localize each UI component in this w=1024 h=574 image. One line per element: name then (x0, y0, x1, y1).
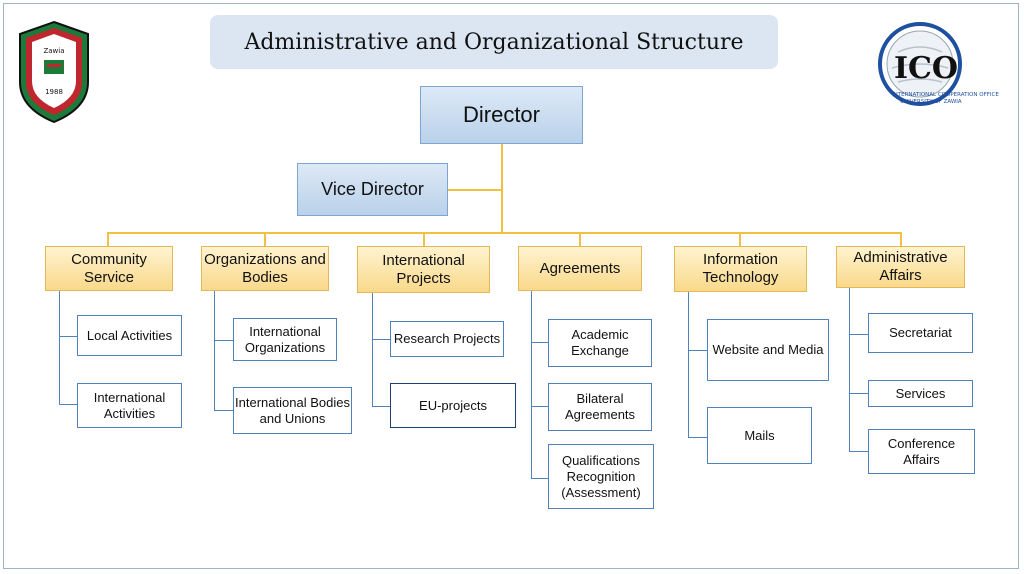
drop-4 (579, 232, 581, 246)
branch-line (688, 292, 689, 438)
drop-1 (107, 232, 109, 246)
branch-line (688, 437, 707, 438)
branch-line (59, 291, 60, 404)
category-bus (107, 232, 902, 234)
sub-local-activities: Local Activities (77, 315, 182, 356)
svg-text:UNIVERSITY OF ZAWIA: UNIVERSITY OF ZAWIA (900, 99, 962, 105)
category-international-projects: International Projects (357, 246, 490, 293)
vice-connector (448, 189, 503, 191)
branch-line (372, 293, 373, 406)
branch-line (372, 406, 390, 407)
drop-5 (739, 232, 741, 246)
drop-6 (900, 232, 902, 246)
branch-line (214, 291, 215, 411)
branch-line (531, 342, 548, 343)
category-organizations-and-bodies: Organizations and Bodies (201, 246, 329, 291)
sub-international-bodies-unions: International Bodies and Unions (233, 387, 352, 434)
sub-research-projects: Research Projects (390, 321, 504, 357)
slide-frame (3, 3, 1019, 569)
svg-text:ICO: ICO (894, 51, 958, 86)
page-title: Administrative and Organizational Struct… (210, 15, 778, 69)
branch-line (372, 339, 390, 340)
sub-website-and-media: Website and Media (707, 319, 829, 381)
branch-line (688, 350, 707, 351)
branch-line (59, 404, 77, 405)
sub-bilateral-agreements: Bilateral Agreements (548, 383, 652, 431)
sub-conference-affairs: Conference Affairs (868, 429, 975, 474)
sub-qualifications-recognition: Qualifications Recognition (Assessment) (548, 444, 654, 509)
drop-3 (423, 232, 425, 246)
drop-2 (264, 232, 266, 246)
university-seal-icon: Zawia 1988 (19, 20, 89, 124)
branch-line (214, 410, 233, 411)
sub-services: Services (868, 380, 973, 407)
sub-academic-exchange: Academic Exchange (548, 319, 652, 367)
category-information-technology: Information Technology (674, 246, 807, 292)
category-community-service: Community Service (45, 246, 173, 291)
sub-secretariat: Secretariat (868, 313, 973, 353)
director-connector (501, 144, 503, 233)
branch-line (849, 451, 868, 452)
category-administrative-affairs: Administrative Affairs (836, 246, 965, 288)
svg-text:1988: 1988 (45, 88, 63, 96)
branch-line (531, 478, 548, 479)
svg-text:Zawia: Zawia (43, 47, 64, 55)
category-agreements: Agreements (518, 246, 642, 291)
sub-international-activities: International Activities (77, 383, 182, 428)
sub-eu-projects: EU-projects (390, 383, 516, 428)
branch-line (849, 393, 868, 394)
branch-line (531, 291, 532, 478)
branch-line (59, 336, 77, 337)
branch-line (849, 288, 850, 452)
branch-line (531, 406, 548, 407)
branch-line (214, 340, 233, 341)
ico-logo-icon: ICO INTERNATIONAL COOPERATION OFFICE UNI… (878, 22, 999, 106)
vice-director-box: Vice Director (297, 163, 448, 216)
sub-international-organizations: International Organizations (233, 318, 337, 361)
director-box: Director (420, 86, 583, 144)
svg-text:INTERNATIONAL COOPERATION OFFI: INTERNATIONAL COOPERATION OFFICE (892, 92, 999, 98)
branch-line (849, 334, 868, 335)
sub-mails: Mails (707, 407, 812, 464)
